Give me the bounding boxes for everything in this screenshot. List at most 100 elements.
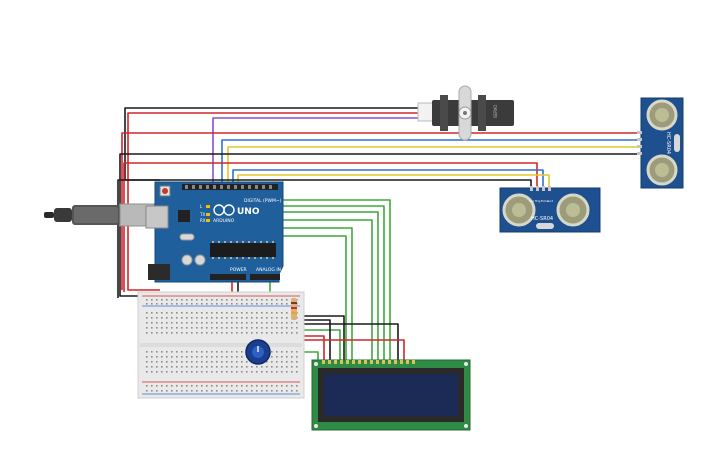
atmega-chip	[210, 243, 276, 257]
breadboard-hole	[211, 371, 213, 373]
breadboard-hole	[186, 312, 188, 314]
ultrasonic-sensor-front[interactable]: HC-SR04 Vcc Trig Echo Gnd	[499, 186, 601, 233]
brand-label: ARDUINO	[213, 218, 235, 224]
breadboard-hole	[216, 303, 218, 305]
breadboard-hole	[206, 317, 208, 319]
breadboard-hole	[186, 327, 188, 329]
breadboard-hole	[156, 327, 158, 329]
breadboard-hole	[281, 322, 283, 324]
breadboard-hole	[206, 322, 208, 324]
breadboard-hole	[211, 317, 213, 319]
breadboard-hole	[246, 299, 248, 301]
breadboard-hole	[206, 366, 208, 368]
arduino-uno[interactable]: DIGITAL (PWM~) UNO ARDUINO L TX RX POWER…	[145, 181, 284, 283]
breadboard-hole	[256, 390, 258, 392]
breadboard-hole	[256, 327, 258, 329]
analog-header[interactable]	[250, 274, 280, 280]
breadboard-hole	[216, 356, 218, 358]
breadboard-hole	[241, 351, 243, 353]
ultrasonic-sensor-side[interactable]: HC-SR04	[637, 97, 684, 189]
breadboard-hole	[236, 327, 238, 329]
breadboard-hole	[231, 361, 233, 363]
breadboard-hole	[291, 356, 293, 358]
breadboard-hole	[251, 371, 253, 373]
breadboard-hole	[176, 312, 178, 314]
breadboard-hole	[191, 322, 193, 324]
breadboard-hole	[271, 303, 273, 305]
breadboard-hole	[266, 327, 268, 329]
wire-lcd-d6[interactable]	[276, 205, 385, 360]
breadboard-hole	[251, 390, 253, 392]
breadboard-hole	[176, 332, 178, 334]
wire-lcd-rw[interactable]	[269, 240, 341, 360]
lcd-pin-header	[322, 360, 415, 364]
wire-lcd-d5[interactable]	[262, 211, 379, 360]
rx-label: RX	[200, 218, 206, 223]
wire-front-sensor-gnd[interactable]	[117, 179, 532, 298]
breadboard-hole	[241, 317, 243, 319]
breadboard-hole	[166, 322, 168, 324]
breadboard-hole	[226, 317, 228, 319]
breadboard-hole	[251, 366, 253, 368]
wire-servo-vcc[interactable]	[127, 112, 430, 291]
breadboard-hole	[261, 317, 263, 319]
breadboard-hole	[251, 327, 253, 329]
potentiometer[interactable]	[245, 339, 271, 365]
breadboard-hole	[221, 371, 223, 373]
breadboard-hole	[256, 317, 258, 319]
wire-lcd-d4[interactable]	[256, 219, 373, 360]
usb-cable[interactable]	[44, 203, 155, 227]
breadboard-hole	[276, 390, 278, 392]
breadboard[interactable]	[137, 291, 305, 399]
breadboard-hole	[261, 303, 263, 305]
breadboard-hole	[281, 317, 283, 319]
breadboard-hole	[286, 390, 288, 392]
wire-front-sensor-vcc[interactable]	[123, 162, 538, 292]
resistors[interactable]	[291, 298, 297, 320]
breadboard-hole	[156, 371, 158, 373]
wire-front-sensor-trig[interactable]	[232, 169, 544, 190]
breadboard-hole	[216, 351, 218, 353]
breadboard-hole	[281, 303, 283, 305]
breadboard-hole	[256, 371, 258, 373]
breadboard-hole	[146, 317, 148, 319]
breadboard-hole	[291, 385, 293, 387]
breadboard-hole	[261, 390, 263, 392]
breadboard-hole	[221, 312, 223, 314]
wire-lcd-e[interactable]	[250, 227, 353, 360]
breadboard-hole	[201, 385, 203, 387]
breadboard-hole	[151, 317, 153, 319]
breadboard-hole	[256, 385, 258, 387]
breadboard-hole	[166, 385, 168, 387]
breadboard-hole	[146, 361, 148, 363]
breadboard-hole	[196, 322, 198, 324]
breadboard-hole	[186, 322, 188, 324]
breadboard-hole	[181, 366, 183, 368]
breadboard-hole	[216, 322, 218, 324]
breadboard-hole	[216, 317, 218, 319]
breadboard-hole	[181, 317, 183, 319]
breadboard-hole	[231, 312, 233, 314]
breadboard-hole	[181, 361, 183, 363]
breadboard-hole	[271, 299, 273, 301]
breadboard-hole	[256, 332, 258, 334]
breadboard-hole	[236, 332, 238, 334]
breadboard-hole	[266, 322, 268, 324]
servo-motor[interactable]: SERVO	[417, 85, 514, 141]
lcd-16x2[interactable]	[311, 359, 471, 431]
breadboard-hole	[191, 332, 193, 334]
breadboard-hole	[286, 312, 288, 314]
breadboard-hole	[231, 327, 233, 329]
breadboard-hole	[181, 371, 183, 373]
breadboard-hole	[171, 317, 173, 319]
breadboard-holes	[146, 299, 298, 392]
breadboard-hole	[296, 351, 298, 353]
power-header[interactable]	[210, 274, 246, 280]
breadboard-hole	[196, 327, 198, 329]
wire-side-sensor-trig[interactable]	[221, 139, 640, 186]
wire-side-sensor-echo[interactable]	[227, 146, 640, 186]
breadboard-hole	[196, 317, 198, 319]
breadboard-hole	[231, 351, 233, 353]
breadboard-hole	[161, 371, 163, 373]
wire-lcd-d7[interactable]	[270, 199, 391, 360]
